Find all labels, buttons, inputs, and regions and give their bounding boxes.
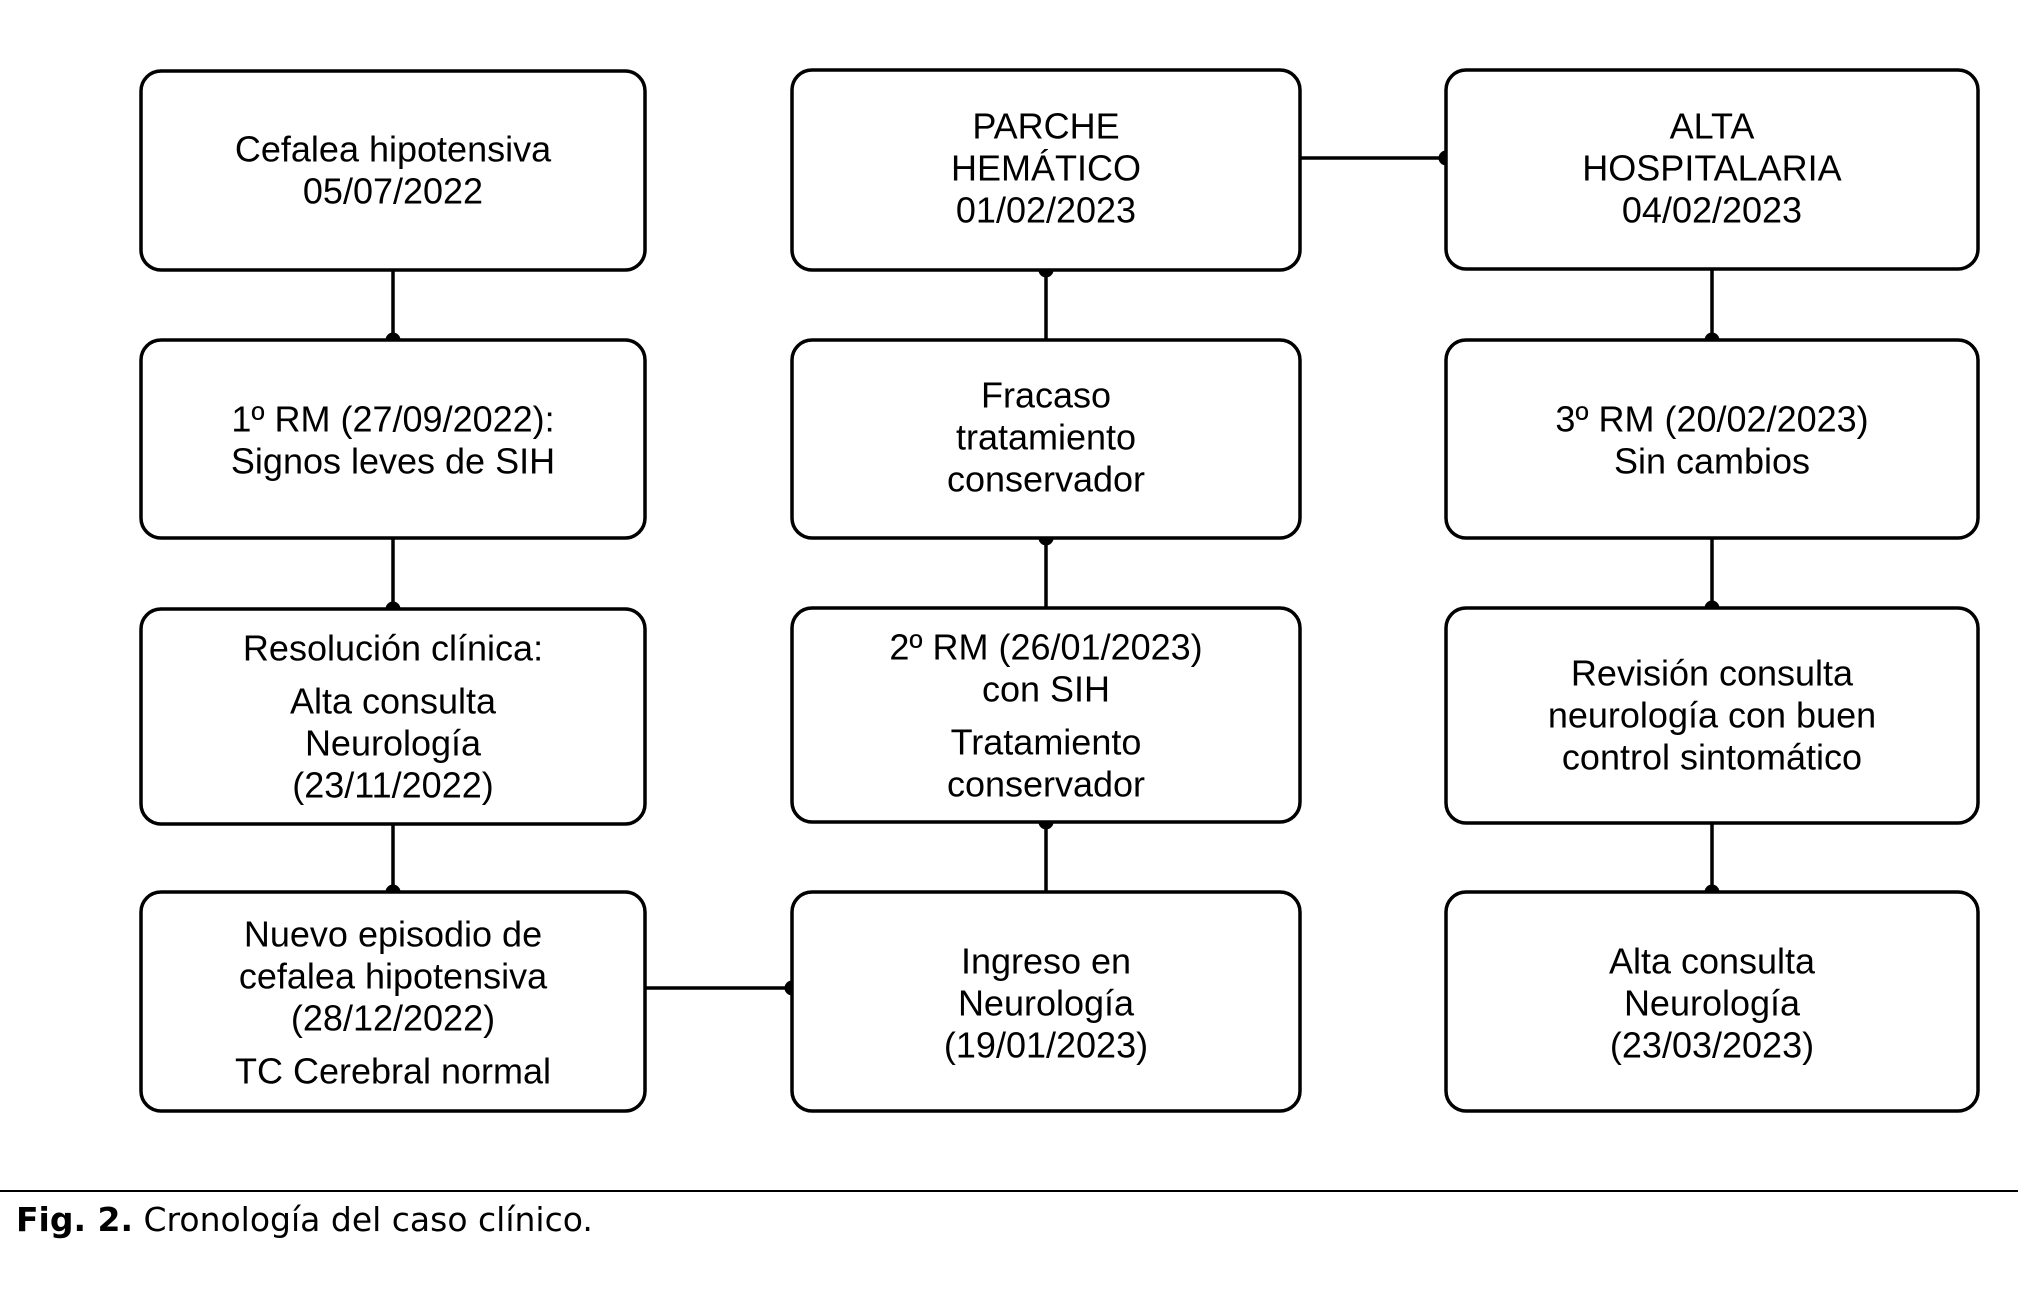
- node-text-line: 2º RM (26/01/2023): [889, 627, 1202, 668]
- node-box: [790, 338, 1302, 540]
- node-rm-2: 2º RM (26/01/2023)con SIH Tratamientocons…: [790, 606, 1302, 824]
- connector-fracaso-to-parche: [1038, 262, 1054, 340]
- node-text-line: conservador: [947, 764, 1145, 805]
- node-text-line: HEMÁTICO: [951, 148, 1141, 189]
- node-text-line: (28/12/2022): [291, 998, 495, 1039]
- node-box: [1444, 890, 1980, 1113]
- node-box: [1444, 338, 1980, 540]
- node-text-line: Alta consulta: [290, 681, 497, 722]
- node-rm-3: 3º RM (20/02/2023)Sin cambios: [1444, 338, 1980, 540]
- node-text-line: HOSPITALARIA: [1582, 148, 1841, 189]
- figure-caption-text: Cronología del caso clínico.: [143, 1200, 593, 1239]
- node-text-line: con SIH: [982, 669, 1110, 710]
- figure-caption: Fig. 2. Cronología del caso clínico.: [16, 1196, 593, 1244]
- connector-ingreso-to-rm-2: [1038, 814, 1054, 892]
- node-box: [790, 68, 1302, 272]
- node-text-line: Alta consulta: [1609, 941, 1816, 982]
- node-text-line: Nuevo episodio de: [244, 914, 542, 955]
- connector-resolucion-to-nuevo-episodio: [385, 824, 401, 900]
- connector-parche-to-alta-hospitalaria: [1300, 150, 1454, 166]
- node-box: [1444, 606, 1980, 825]
- node-text-line: ALTA: [1670, 106, 1755, 147]
- node-box: [790, 606, 1302, 824]
- node-rm-1: 1º RM (27/09/2022):Signos leves de SIH: [139, 338, 647, 540]
- node-text-line: Cefalea hipotensiva: [235, 129, 552, 170]
- node-text-line: Neurología: [1624, 983, 1801, 1024]
- node-text-line: Fracaso: [981, 375, 1111, 416]
- node-text-line: Revisión consulta: [1571, 653, 1854, 694]
- node-text-line: Sin cambios: [1614, 441, 1810, 482]
- node-box: [139, 338, 647, 540]
- caption-divider: [0, 1190, 2018, 1192]
- node-text-line: conservador: [947, 459, 1145, 500]
- node-text-line: Ingreso en: [961, 941, 1131, 982]
- node-text-line: 05/07/2022: [303, 171, 483, 212]
- connector-alta-hospitalaria-to-rm-3: [1704, 269, 1720, 348]
- connector-cefalea-inicial-to-rm-1: [385, 270, 401, 348]
- connector-rm-1-to-resolucion: [385, 538, 401, 617]
- node-text-line: (23/11/2022): [292, 765, 493, 806]
- node-text-line: Neurología: [958, 983, 1135, 1024]
- connectors: [385, 150, 1720, 996]
- node-text-line: 04/02/2023: [1622, 190, 1802, 231]
- node-text-line: Signos leves de SIH: [231, 441, 555, 482]
- node-text-line: Neurología: [305, 723, 482, 764]
- node-text-line: Resolución clínica:: [243, 628, 543, 669]
- node-resolucion: Resolución clínica: Alta consultaNeurolog…: [139, 607, 647, 826]
- node-text-line: neurología con buen: [1548, 695, 1876, 736]
- node-box: [139, 607, 647, 826]
- node-box: [1444, 68, 1980, 271]
- figure-label: Fig. 2.: [16, 1200, 133, 1239]
- node-text-line: Tratamiento: [951, 722, 1142, 763]
- node-text-line: TC Cerebral normal: [235, 1051, 551, 1092]
- connector-revision-to-alta-consulta: [1704, 823, 1720, 900]
- connector-nuevo-episodio-to-ingreso: [645, 980, 800, 996]
- connector-rm-3-to-revision: [1704, 538, 1720, 616]
- node-text-line: cefalea hipotensiva: [239, 956, 548, 997]
- node-box: [139, 69, 647, 272]
- node-box: [790, 890, 1302, 1113]
- node-text-line: 3º RM (20/02/2023): [1555, 399, 1868, 440]
- node-text-line: 01/02/2023: [956, 190, 1136, 231]
- node-box: [139, 890, 647, 1113]
- node-text-line: (19/01/2023): [944, 1025, 1148, 1066]
- node-text-line: tratamiento: [956, 417, 1136, 458]
- node-text-line: PARCHE: [972, 106, 1119, 147]
- node-text-line: (23/03/2023): [1610, 1025, 1814, 1066]
- node-text-line: control sintomático: [1562, 737, 1862, 778]
- node-text-line: 1º RM (27/09/2022):: [231, 399, 554, 440]
- connector-rm-2-to-fracaso: [1038, 530, 1054, 608]
